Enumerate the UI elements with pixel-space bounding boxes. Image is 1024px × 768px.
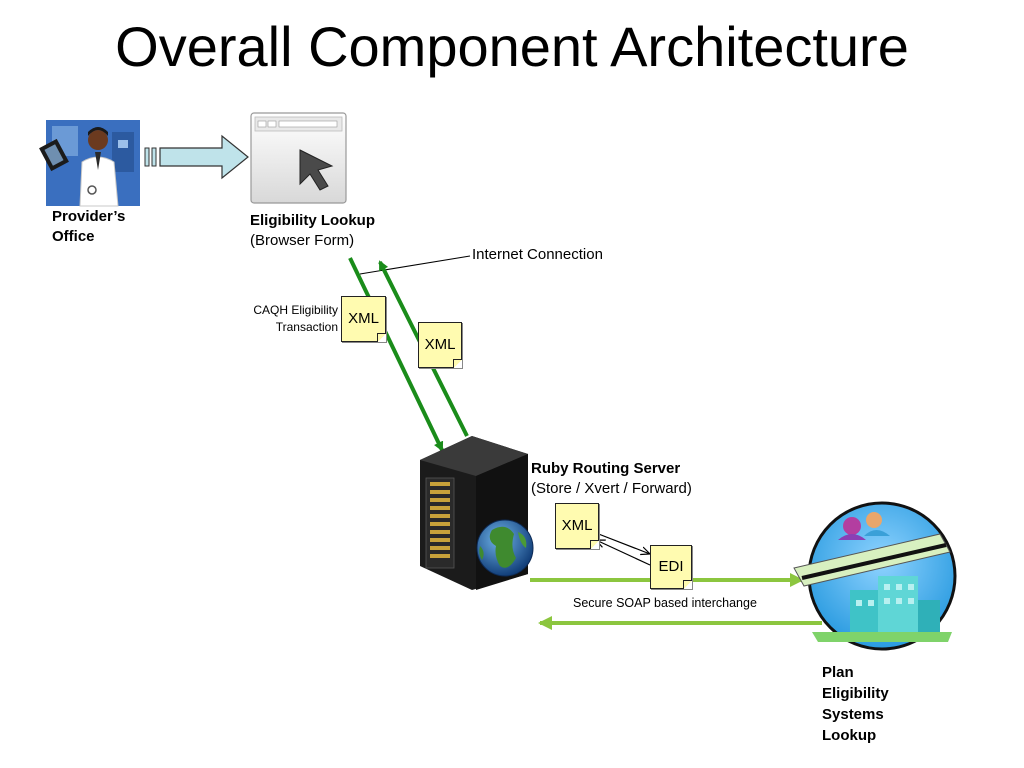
browser-subtitle: (Browser Form) [250,232,355,249]
doctor-icon [39,120,140,207]
edi-server-document: EDI [650,545,692,589]
soap-interchange-label: Secure SOAP based interchange [573,596,757,610]
edi-to-xml-arrow [596,540,651,566]
internet-connection-leader [359,255,471,275]
page-title: Overall Component Architecture [115,15,909,78]
edi-server-label: EDI [658,558,684,575]
plan-label-line1: Plan [822,664,854,681]
plan-systems-icon [793,501,957,651]
internet-connection-label: Internet Connection [472,246,603,263]
xml-response-document: XML [418,322,462,368]
xml-request-label: XML [348,310,379,327]
caqh-label-line1: CAQH Eligibility [253,303,338,317]
caqh-label-line2: Transaction [275,320,338,334]
provider-label-line1: Provider’s [52,208,126,225]
server-title: Ruby Routing Server [531,460,681,477]
xml-server-label: XML [561,517,593,534]
xml-server-document: XML [555,503,599,549]
globe-icon [476,519,534,577]
request-arrow [348,257,444,452]
provider-label-line2: Office [52,228,95,245]
plan-label-line3: Systems [822,706,884,723]
xml-response-label: XML [424,336,456,353]
browser-window-icon [250,112,347,204]
xml-request-document: XML [341,296,386,342]
provider-to-browser-arrow [144,134,249,180]
browser-title: Eligibility Lookup [250,212,375,229]
server-subtitle: (Store / Xvert / Forward) [531,480,692,497]
plan-label-line4: Lookup [822,727,877,744]
plan-label-line2: Eligibility [822,685,889,702]
xml-to-edi-arrow [595,532,650,554]
